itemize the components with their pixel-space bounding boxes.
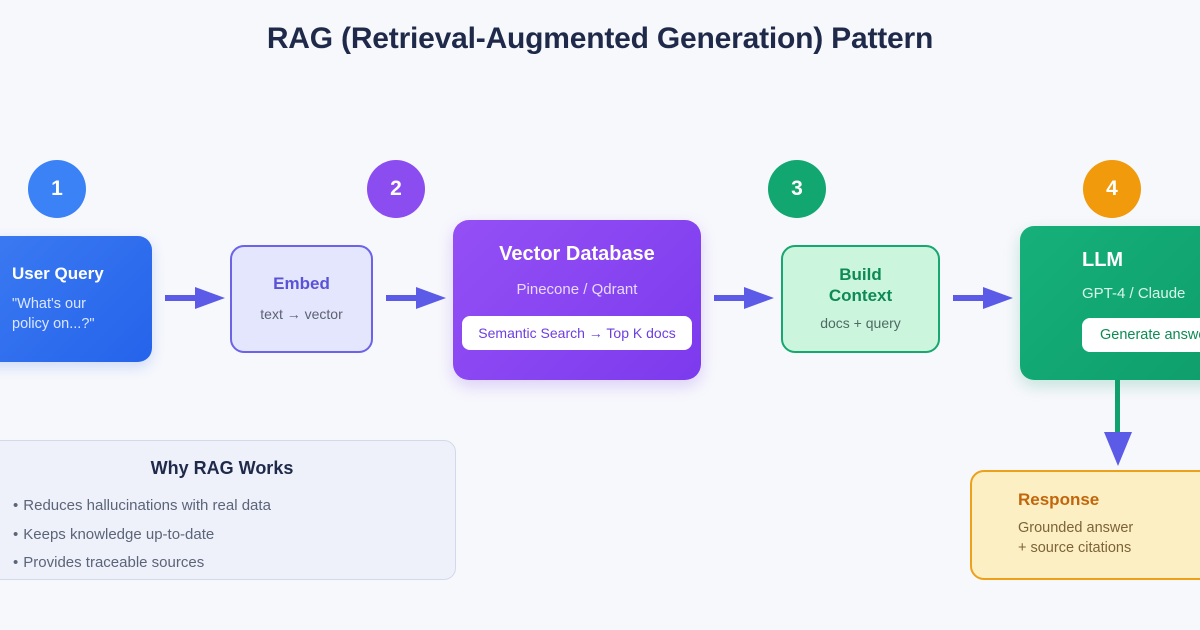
node-response-subtitle-line-2: + source citations — [1018, 539, 1132, 556]
node-embed-subtitle: text → vector — [260, 305, 343, 322]
arrow-vector-db-to-build-context — [714, 285, 776, 311]
step-badge-3: 3 — [768, 160, 826, 218]
step-badge-2: 2 — [367, 160, 425, 218]
node-build-context-title: Build Context — [829, 265, 892, 306]
node-llm: LLM GPT-4 / Claude Generate answer — [1020, 226, 1200, 380]
node-user-query-subtitle-line-2: policy on...?" — [12, 315, 95, 332]
arrow-build-context-to-llm — [953, 285, 1015, 311]
why-rag-works-item-3-label: Provides traceable sources — [23, 554, 205, 571]
step-badge-1: 1 — [28, 160, 86, 218]
why-rag-works-item-1: •Reduces hallucinations with real data — [13, 492, 431, 521]
node-vector-database-subtitle: Pinecone / Qdrant — [516, 281, 638, 298]
bullet-icon: • — [13, 525, 19, 543]
why-rag-works-title: Why RAG Works — [150, 458, 294, 478]
node-user-query-title: User Query — [12, 263, 104, 283]
node-response: Response Grounded answer + source citati… — [970, 470, 1200, 580]
why-rag-works-panel: Why RAG Works •Reduces hallucinations wi… — [0, 440, 456, 580]
why-rag-works-item-2: •Keeps knowledge up-to-date — [13, 521, 431, 550]
node-build-context: Build Context docs + query — [781, 245, 940, 353]
node-llm-subtitle: GPT-4 / Claude — [1082, 285, 1186, 302]
node-build-context-title-line-2: Context — [828, 285, 893, 305]
node-llm-title: LLM — [1082, 249, 1124, 271]
node-response-title: Response — [1018, 490, 1100, 509]
node-vector-database-title: Vector Database — [499, 243, 655, 265]
node-embed: Embed text → vector — [230, 245, 373, 353]
node-vector-database: Vector Database Pinecone / Qdrant Semant… — [453, 220, 701, 380]
node-build-context-subtitle: docs + query — [820, 314, 901, 331]
step-badge-4: 4 — [1083, 160, 1141, 218]
node-embed-title: Embed — [273, 274, 330, 294]
arrow-embed-to-vector-db — [386, 285, 448, 311]
node-response-subtitle: Grounded answer + source citations — [1018, 519, 1133, 558]
step-badge-2-number: 2 — [390, 177, 402, 200]
node-user-query: User Query "What's our policy on...?" — [0, 236, 152, 362]
arrow-llm-to-response — [1100, 380, 1136, 470]
step-badge-4-number: 4 — [1106, 177, 1118, 200]
why-rag-works-item-1-label: Reduces hallucinations with real data — [23, 497, 271, 514]
node-llm-pill: Generate answer — [1082, 318, 1200, 353]
node-user-query-subtitle: "What's our policy on...?" — [12, 295, 95, 334]
node-build-context-title-line-1: Build — [839, 265, 882, 285]
node-vector-database-pill: Semantic Search → Top K docs — [462, 316, 692, 351]
step-badge-3-number: 3 — [791, 177, 803, 200]
page-title: RAG (Retrieval-Augmented Generation) Pat… — [266, 22, 934, 55]
node-user-query-subtitle-line-1: "What's our — [12, 296, 86, 313]
step-badge-1-number: 1 — [51, 177, 63, 200]
bullet-icon: • — [13, 554, 19, 571]
why-rag-works-item-3: •Provides traceable sources — [13, 549, 431, 578]
why-rag-works-item-2-label: Keeps knowledge up-to-date — [23, 525, 215, 543]
bullet-icon: • — [13, 497, 19, 514]
arrow-user-query-to-embed — [165, 285, 227, 311]
node-response-subtitle-line-1: Grounded answer — [1018, 520, 1134, 537]
